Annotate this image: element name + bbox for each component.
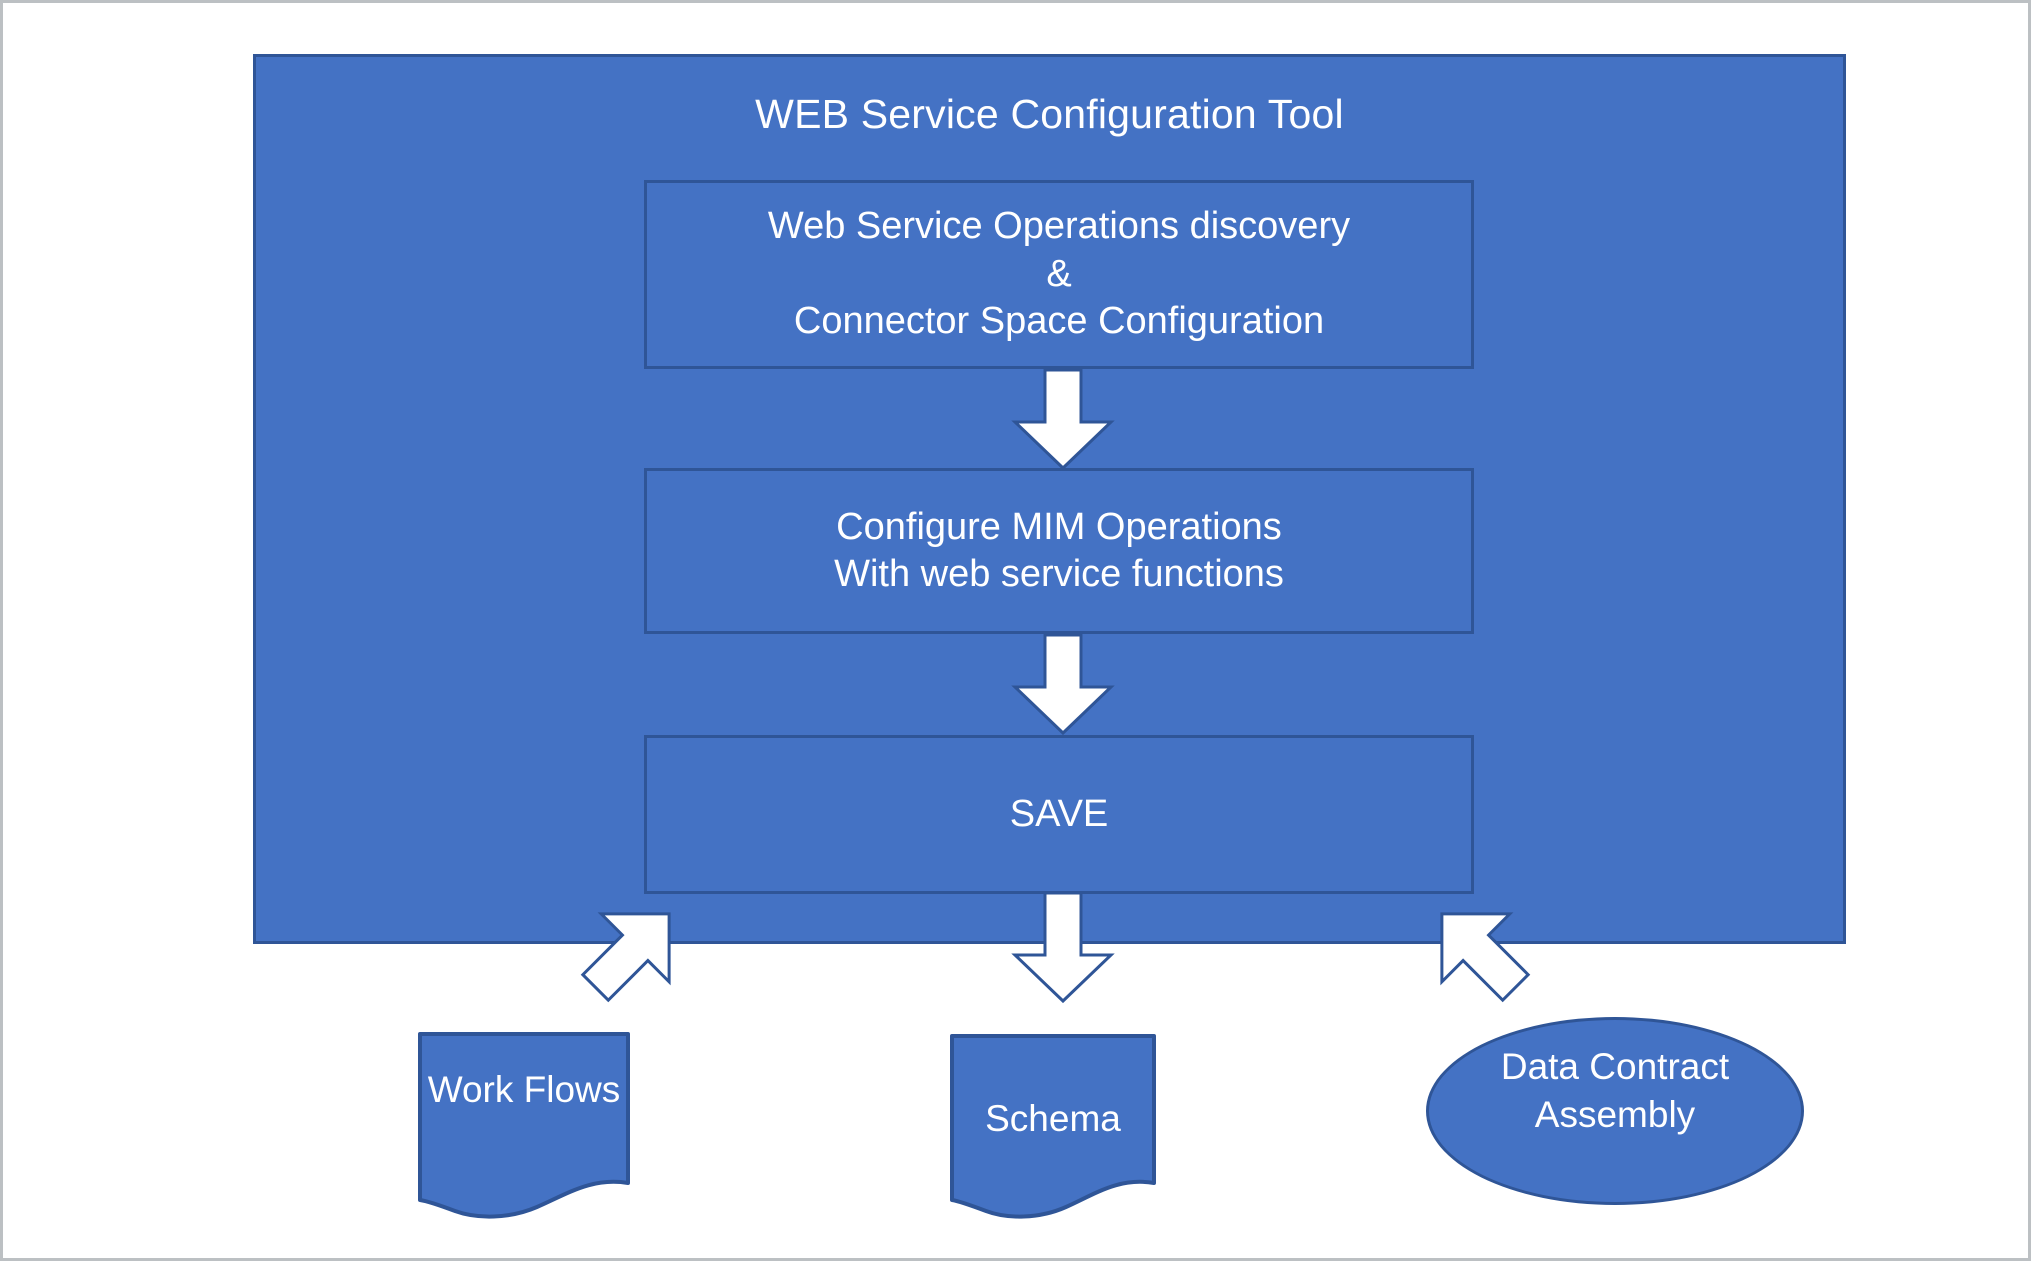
step-box-save-text: SAVE — [1010, 791, 1109, 839]
arrow-save-to-schema-icon — [1011, 891, 1115, 1004]
ellipse-shape — [1426, 1017, 1804, 1205]
arrow-configure-to-save-icon — [1011, 633, 1115, 736]
discovery-line-1: Web Service Operations discovery — [767, 205, 1351, 248]
arrow-discovery-to-configure-icon — [1011, 368, 1115, 471]
output-document-work-flows[interactable]: Work Flows — [417, 1031, 631, 1221]
discovery-line-3: Connector Space Configuration — [793, 300, 1325, 343]
discovery-line-2: & — [1046, 252, 1072, 295]
output-document-schema[interactable]: Schema — [949, 1033, 1157, 1223]
arrow-save-to-work-flows-icon — [573, 879, 703, 1011]
step-box-configure-mim-operations[interactable]: Configure MIM Operations With web servic… — [644, 468, 1474, 634]
step-box-discovery[interactable]: Web Service Operations discovery & Conne… — [644, 180, 1474, 369]
configure-line-1: Configure MIM Operations — [836, 505, 1282, 548]
arrow-save-to-data-contract-icon — [1408, 879, 1538, 1011]
step-box-configure-text: Configure MIM Operations With web servic… — [834, 504, 1284, 599]
output-ellipse-data-contract-assembly[interactable]: Data Contract Assembly — [1426, 1017, 1804, 1205]
container-title: WEB Service Configuration Tool — [755, 91, 1344, 137]
configure-line-2: With web service functions — [834, 553, 1284, 595]
step-box-discovery-text: Web Service Operations discovery & Conne… — [768, 203, 1350, 346]
step-box-save[interactable]: SAVE — [644, 735, 1474, 894]
save-line-1: SAVE — [1009, 792, 1109, 835]
